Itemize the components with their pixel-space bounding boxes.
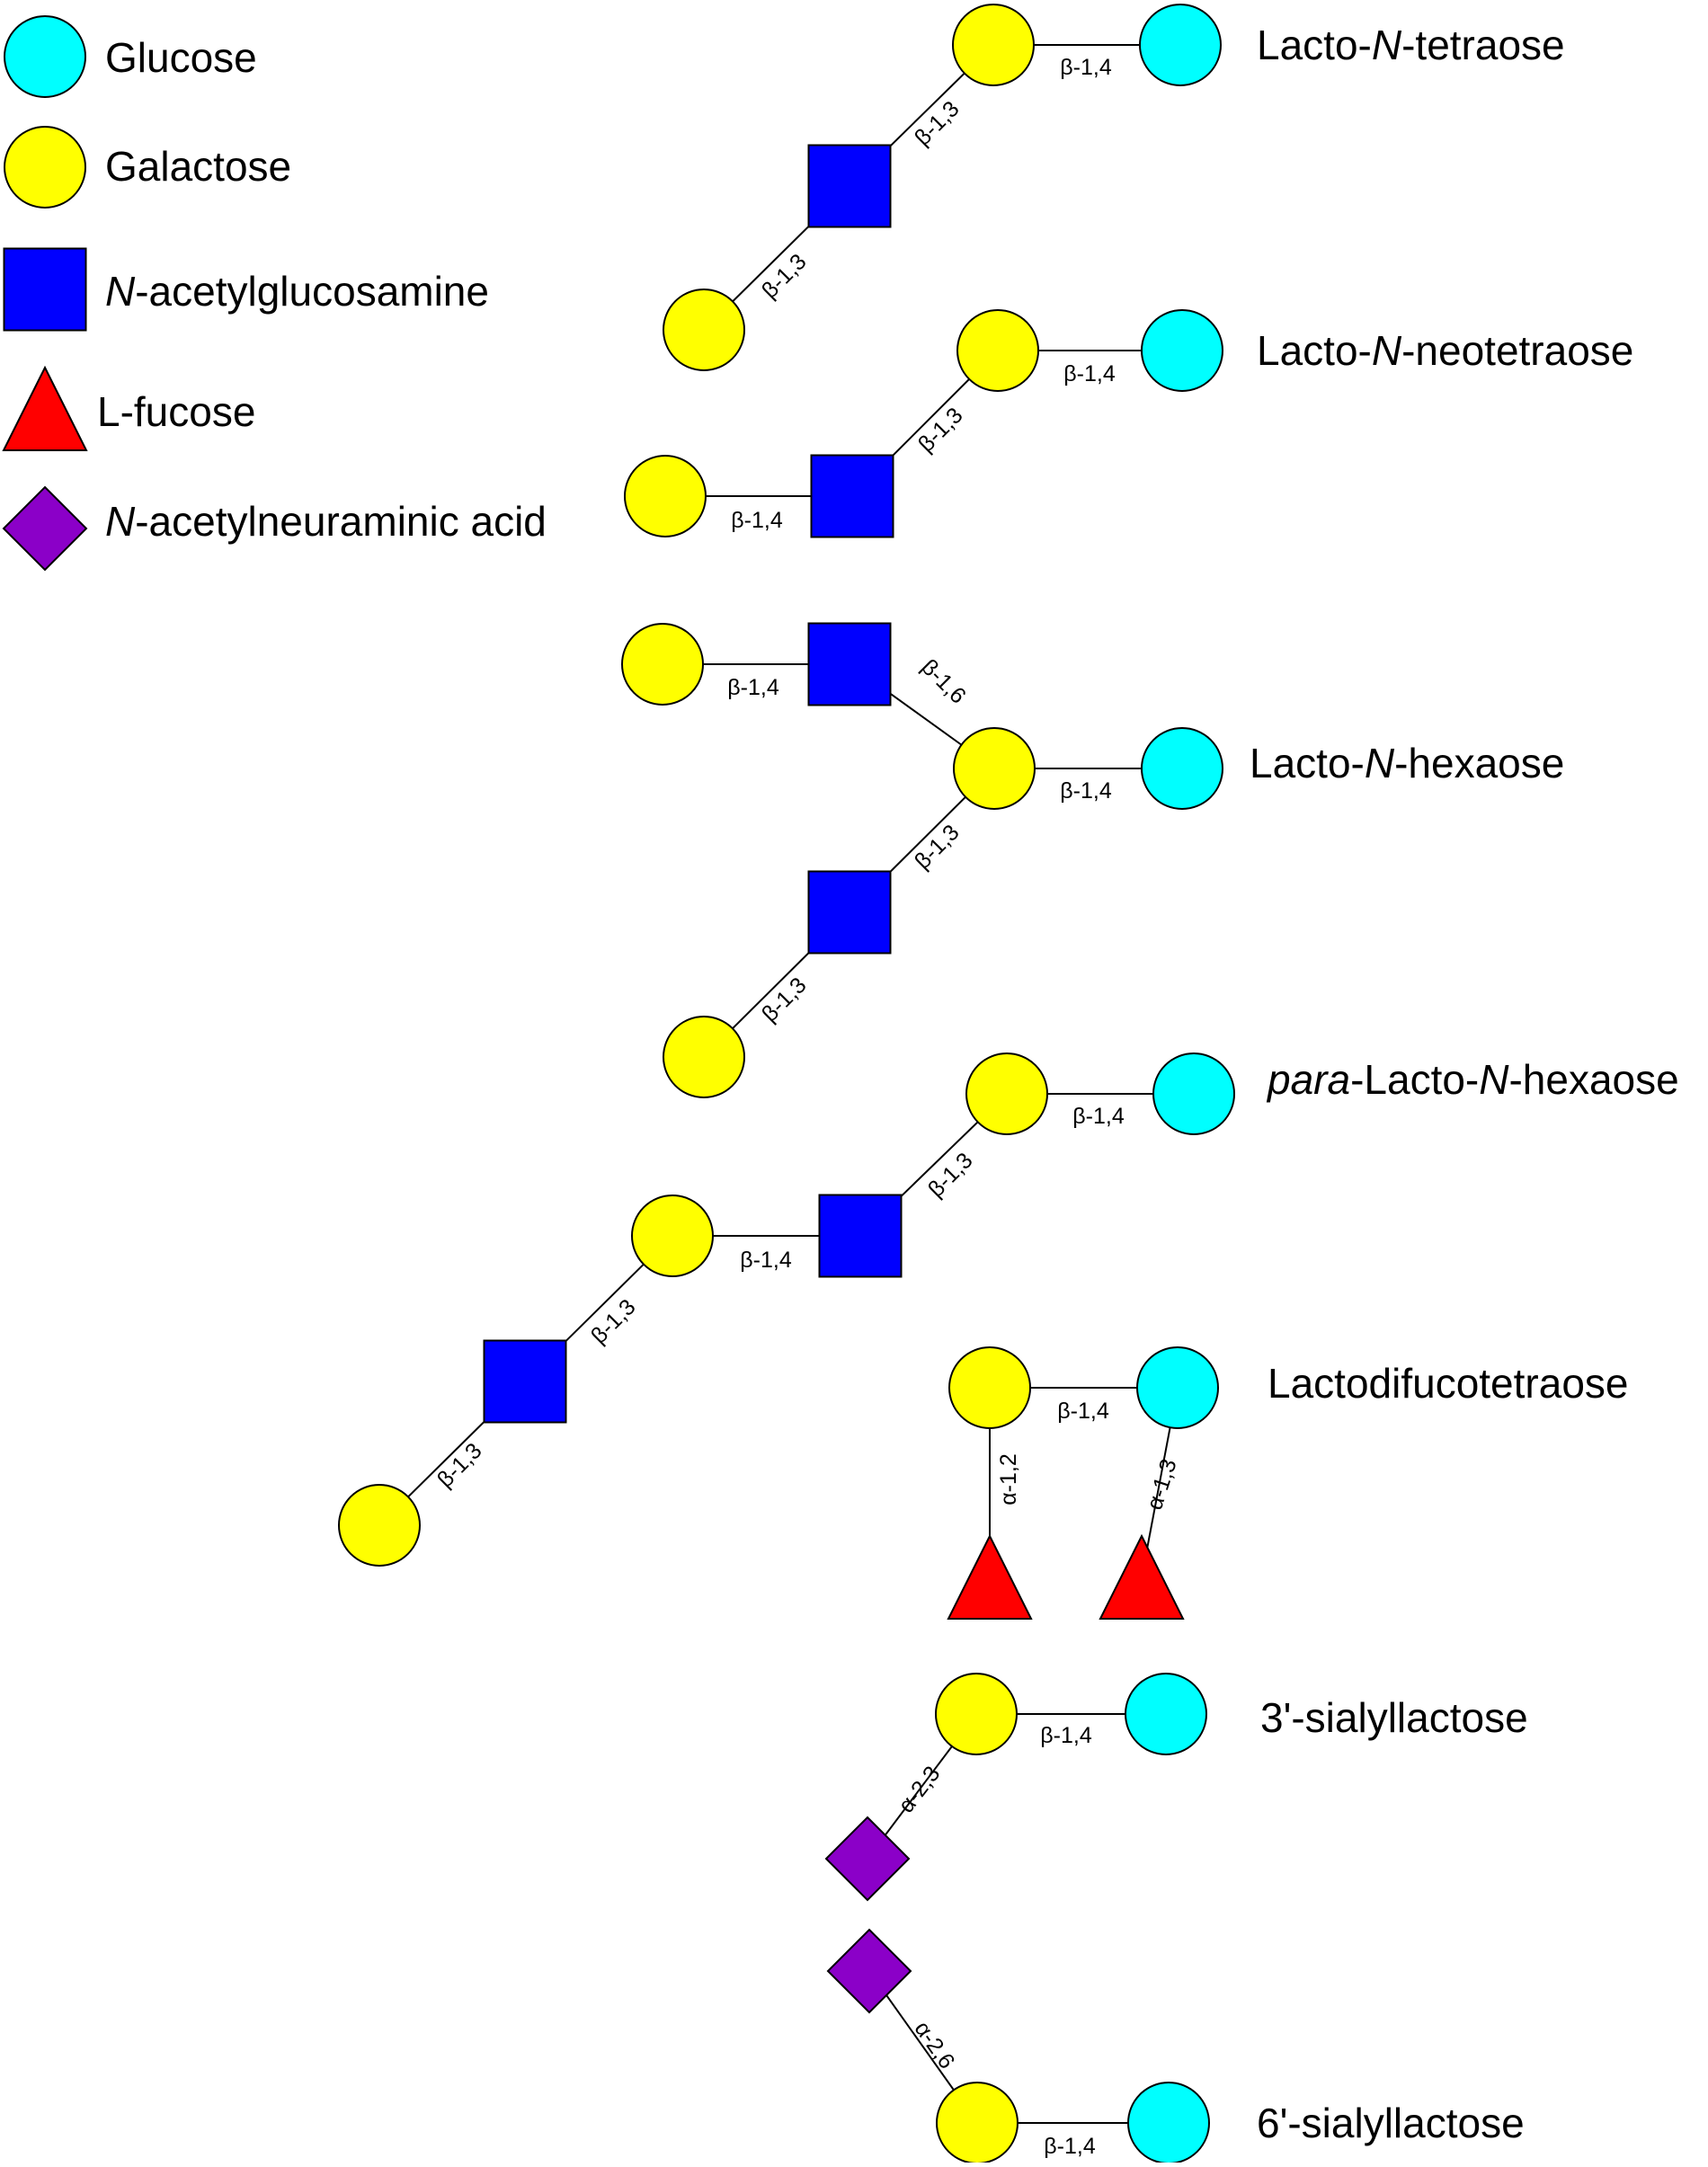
glucose-residue bbox=[1125, 1673, 1207, 1755]
legend-label: L-fucose bbox=[97, 388, 255, 435]
legend-label: Galactose bbox=[105, 143, 291, 190]
structure-names-layer: Lacto-N-tetraoseLacto-N-neotetraoseLacto… bbox=[1250, 22, 1679, 2146]
linkage-label: β-1,4 bbox=[1063, 361, 1116, 386]
glcnac-residue bbox=[810, 454, 894, 538]
linkage-label: α-2,3 bbox=[894, 1762, 945, 1818]
glucose-residue bbox=[1127, 2082, 1210, 2164]
galactose-residue bbox=[621, 623, 704, 706]
galactose-residue bbox=[965, 1052, 1048, 1135]
linkage-label: β-1,4 bbox=[1060, 778, 1112, 804]
glcnac-residue bbox=[818, 1194, 903, 1278]
linkage-label: β-1,4 bbox=[1040, 1723, 1092, 1748]
structure-name: para-Lacto-N-hexaose bbox=[1266, 1056, 1679, 1103]
linkage-label: β-1,3 bbox=[757, 249, 811, 303]
linkage-label: β-1,4 bbox=[1044, 2134, 1096, 2159]
galactose-residue bbox=[935, 1673, 1018, 1755]
structure-name: Lacto-N-tetraose bbox=[1257, 22, 1565, 68]
glcnac-residue bbox=[483, 1339, 567, 1424]
linkage-label: β-1,3 bbox=[586, 1294, 640, 1348]
legend-item: Glucose bbox=[4, 15, 257, 98]
glucose-residue bbox=[1139, 4, 1222, 86]
linkage-label: β-1,6 bbox=[916, 654, 970, 708]
linkage-label: β-1,3 bbox=[432, 1438, 486, 1492]
linkage-label: β-1,3 bbox=[757, 972, 811, 1026]
glucose-residue bbox=[1141, 309, 1223, 392]
structure-name: 6'-sialyllactose bbox=[1257, 2100, 1525, 2146]
links-layer bbox=[378, 44, 1194, 2124]
structure-name: 3'-sialyllactose bbox=[1260, 1694, 1528, 1741]
linkage-labels-layer: β-1,4 β-1,3 β-1,3 β-1,4 β-1,3 β-1,4 β-1,4 β-1,6… bbox=[432, 55, 1181, 2159]
glcnac-residue bbox=[807, 870, 892, 955]
linkage-label: α-2,6 bbox=[910, 2017, 960, 2074]
legend-label: N-acetylglucosamine bbox=[105, 268, 489, 315]
galactose-residue bbox=[936, 2082, 1019, 2164]
glcnac-residue bbox=[807, 144, 892, 228]
galactose-residue bbox=[663, 289, 745, 371]
linkage-label: β-1,4 bbox=[740, 1248, 792, 1273]
galactose-residue bbox=[956, 309, 1039, 392]
legend-item: L-fucose bbox=[2, 365, 255, 451]
galactose-circle-icon bbox=[4, 126, 86, 209]
galactose-residue bbox=[953, 727, 1036, 810]
structure-name: Lacto-N-hexaose bbox=[1250, 740, 1564, 786]
neu5ac-residue bbox=[824, 1816, 911, 1902]
linkage-label: β-1,4 bbox=[731, 508, 783, 533]
linkage-label: β-1,3 bbox=[910, 96, 964, 150]
glucose-circle-icon bbox=[4, 15, 86, 98]
legend: GlucoseGalactoseN-acetylglucosamineL-fuc… bbox=[2, 15, 547, 572]
linkage-label: α-1,3 bbox=[1142, 1456, 1181, 1513]
galactose-residue bbox=[624, 455, 707, 537]
neu5ac-residue bbox=[826, 1928, 912, 2014]
n-acetylglucosamine-square-icon bbox=[3, 247, 87, 332]
linkage-label: β-1,3 bbox=[923, 1148, 977, 1202]
linkage-label: β-1,3 bbox=[910, 820, 964, 874]
structure-name: Lactodifucotetraose bbox=[1268, 1360, 1629, 1407]
glucose-residue bbox=[1141, 727, 1223, 810]
galactose-residue bbox=[663, 1016, 745, 1098]
structure-name: Lacto-N-neotetraose bbox=[1257, 327, 1633, 374]
legend-item: N-acetylglucosamine bbox=[3, 247, 489, 332]
galactose-residue bbox=[338, 1484, 421, 1567]
glucose-residue bbox=[1152, 1052, 1235, 1135]
residues-layer bbox=[338, 4, 1235, 2164]
glcnac-residue bbox=[807, 622, 892, 706]
legend-label: N-acetylneuraminic acid bbox=[105, 498, 547, 545]
linkage-label: β-1,3 bbox=[913, 403, 967, 457]
linkage-label: β-1,4 bbox=[1072, 1104, 1125, 1129]
fucose-residue bbox=[947, 1533, 1033, 1620]
l-fucose-triangle-icon bbox=[2, 365, 88, 451]
n-acetylneuraminic-acid-diamond-icon bbox=[2, 485, 88, 572]
glucose-residue bbox=[1136, 1346, 1219, 1429]
legend-label: Glucose bbox=[105, 34, 257, 81]
galactose-residue bbox=[952, 4, 1035, 86]
linkage-label: α-1,2 bbox=[996, 1453, 1021, 1505]
linkage-label: β-1,4 bbox=[727, 675, 779, 700]
fucose-residue bbox=[1099, 1533, 1185, 1620]
legend-item: N-acetylneuraminic acid bbox=[2, 485, 547, 572]
galactose-residue bbox=[948, 1346, 1031, 1429]
galactose-residue bbox=[631, 1195, 714, 1277]
legend-item: Galactose bbox=[4, 126, 291, 209]
linkage-label: β-1,4 bbox=[1057, 1399, 1109, 1424]
linkage-label: β-1,4 bbox=[1060, 55, 1112, 80]
